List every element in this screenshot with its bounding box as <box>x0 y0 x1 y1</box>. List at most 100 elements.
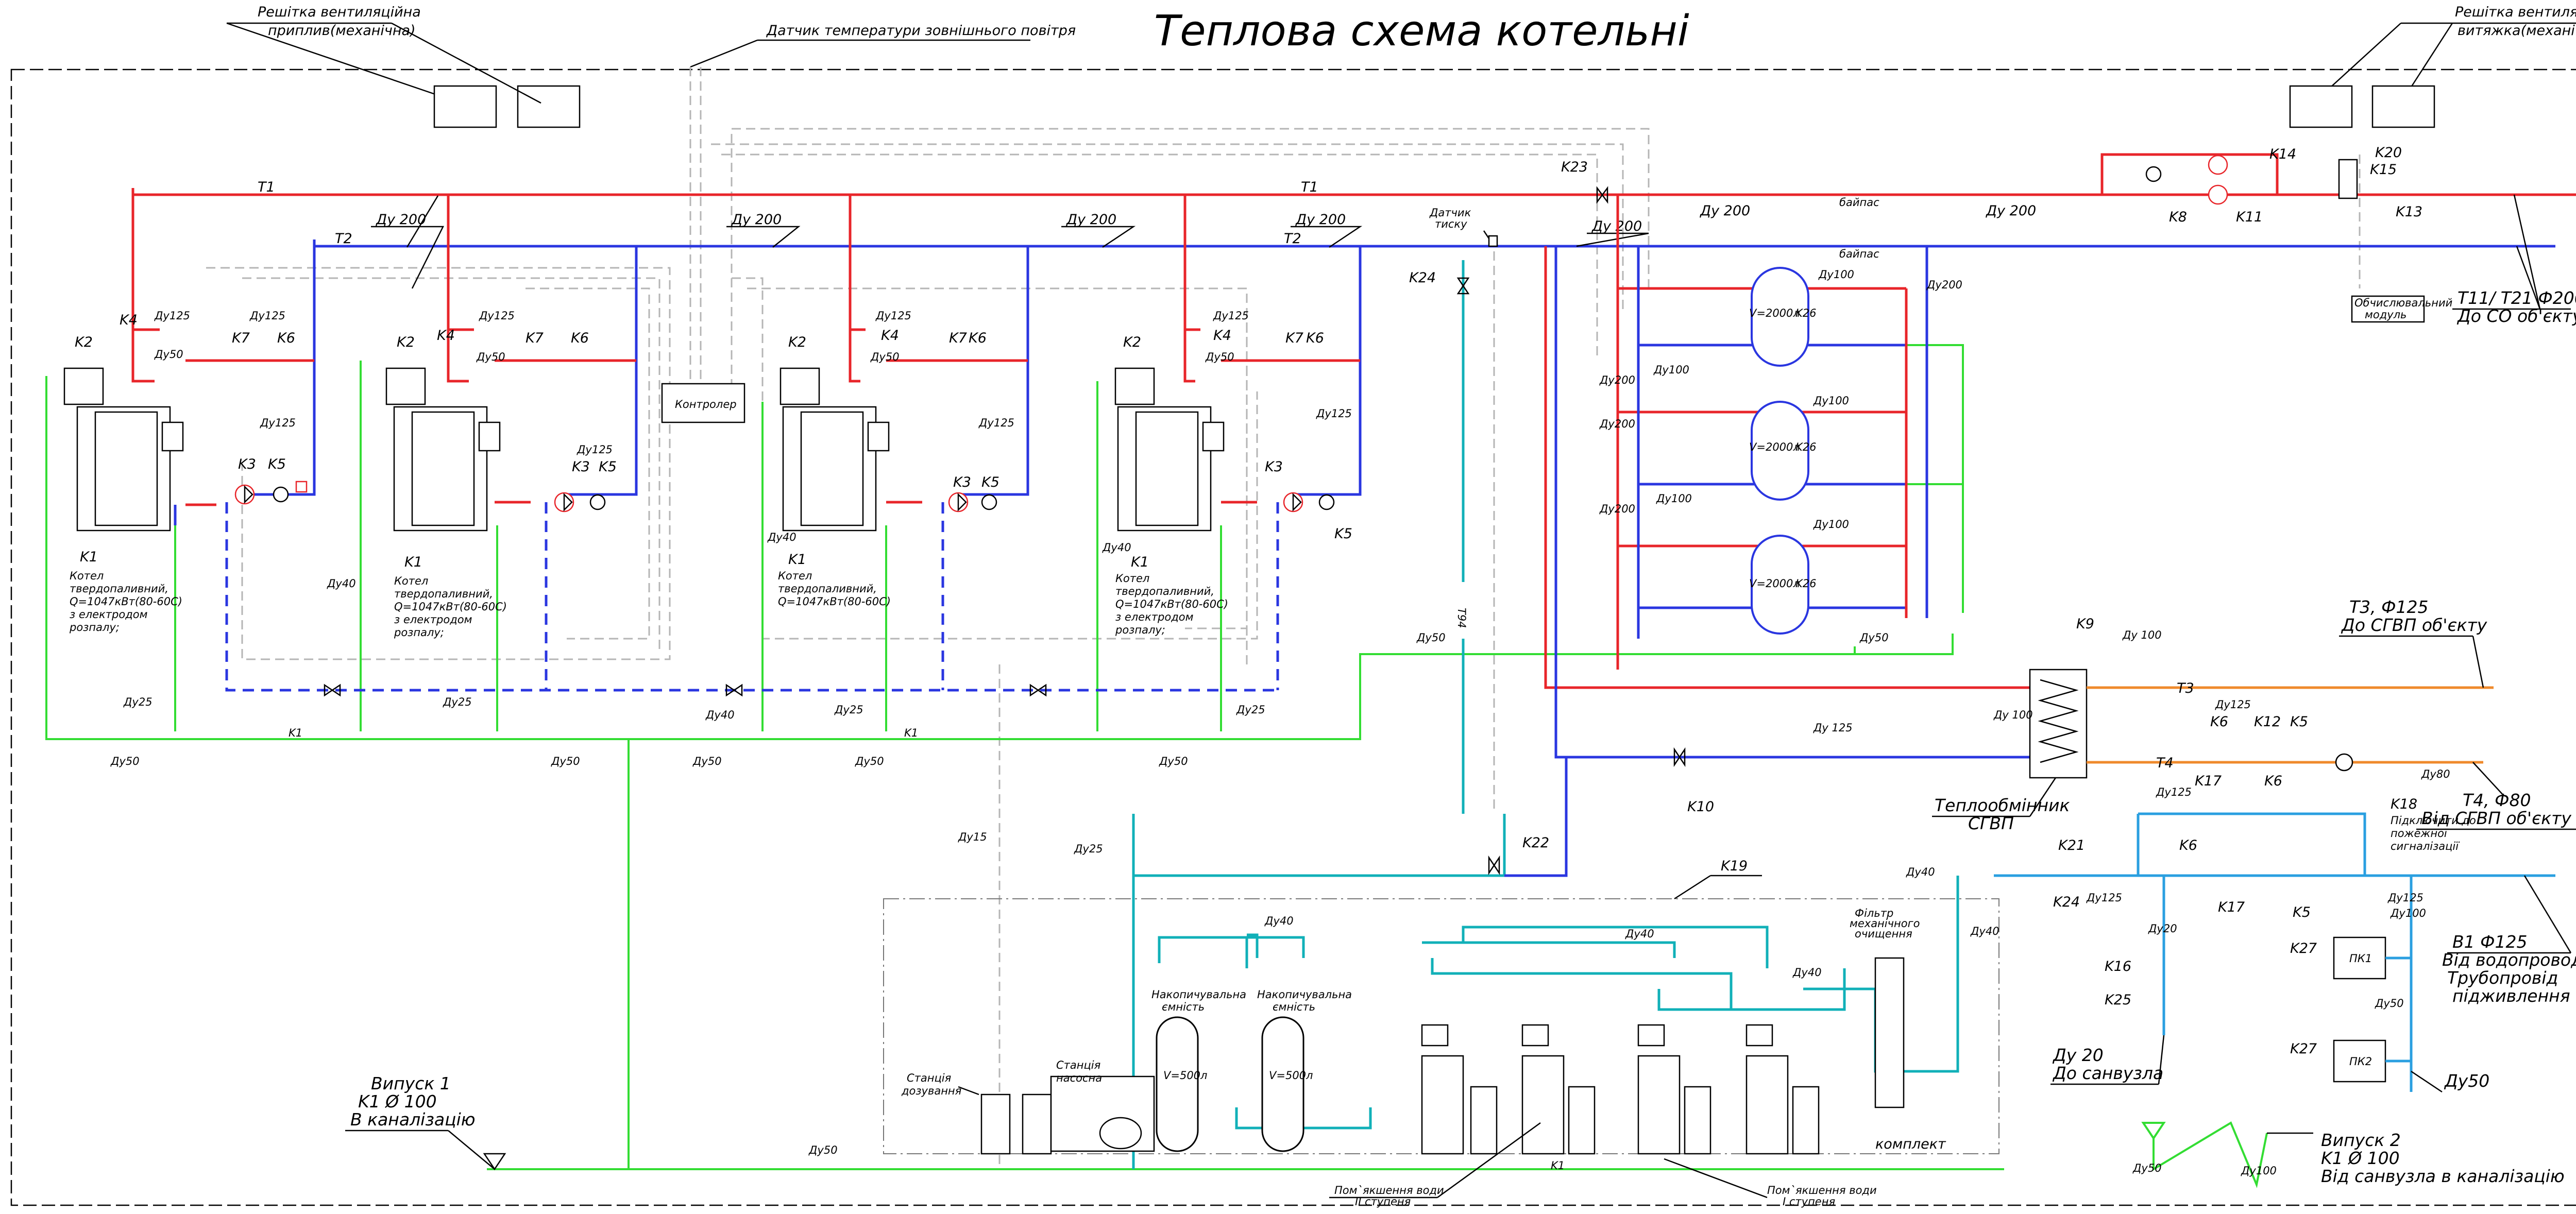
svg-text:K4: K4 <box>437 328 455 344</box>
pressure-sensor: Датчик тиску <box>1429 207 1498 247</box>
svg-text:Q=1047кВт(80-60С): Q=1047кВт(80-60С) <box>778 595 891 608</box>
svg-text:K2: K2 <box>1123 334 1141 350</box>
svg-text:K17: K17 <box>2195 773 2222 789</box>
svg-text:K6: K6 <box>2210 714 2228 730</box>
svg-text:Ду125: Ду125 <box>875 310 911 322</box>
svg-text:K1: K1 <box>404 554 422 570</box>
svg-text:байпас: байпас <box>1839 248 1879 260</box>
svg-text:Ду100: Ду100 <box>1818 268 1854 281</box>
svg-text:K14: K14 <box>2269 146 2296 162</box>
svg-text:Ду 100: Ду 100 <box>2122 629 2162 641</box>
svg-text:K11: K11 <box>2236 209 2263 225</box>
svg-text:твердопаливний,: твердопаливний, <box>1115 585 1214 597</box>
svg-text:K3: K3 <box>1265 459 1283 475</box>
svg-text:K4: K4 <box>120 312 138 328</box>
svg-text:Випуск 1: Випуск 1 <box>371 1073 451 1093</box>
svg-text:K7: K7 <box>232 330 250 346</box>
softeners: Пом`якшення води II ступеня Пом`якшення … <box>1329 1024 1877 1208</box>
svg-text:K20: K20 <box>2375 145 2402 161</box>
svg-text:Ду50: Ду50 <box>1159 755 1188 767</box>
svg-text:Ду125: Ду125 <box>154 310 190 322</box>
svg-text:Решітка вентиляційна: Решітка вентиляційна <box>258 4 421 20</box>
svg-text:K5: K5 <box>2293 904 2311 920</box>
svg-text:K3: K3 <box>953 474 971 490</box>
svg-text:K10: K10 <box>1687 799 1714 815</box>
feed-b1: K21 K24 K6 K17 K5 K16 K25 Ду40 Ду125 Ду2… <box>1906 812 2576 1093</box>
svg-text:Ду100: Ду100 <box>2390 907 2426 919</box>
svg-text:K4: K4 <box>881 328 899 344</box>
svg-text:Ду125: Ду125 <box>978 417 1014 429</box>
svg-text:Ду125: Ду125 <box>249 310 285 322</box>
vent-supply: Решітка вентиляційна приплив(механічна) <box>226 4 581 128</box>
svg-text:T3: T3 <box>2177 680 2194 696</box>
room-boundary <box>10 69 2576 1206</box>
svg-text:Контролер: Контролер <box>675 398 737 411</box>
svg-text:K2: K2 <box>75 334 93 350</box>
svg-text:сигналізації: сигналізації <box>2391 840 2460 852</box>
dn-labels-headers: Ду 200 Ду 200 Ду 200 Ду 200 Ду 200 Ду 20… <box>371 195 2036 289</box>
svg-text:K12: K12 <box>2254 714 2281 730</box>
svg-text:K5: K5 <box>981 474 999 490</box>
svg-text:Ду50: Ду50 <box>808 1144 838 1156</box>
return-collector-dashed <box>225 502 1278 697</box>
svg-text:K6: K6 <box>2179 837 2197 853</box>
svg-text:Ду125: Ду125 <box>577 443 613 456</box>
svg-text:твердопаливний,: твердопаливний, <box>70 583 168 595</box>
svg-text:байпас: байпас <box>1839 196 1879 209</box>
svg-text:Ду25: Ду25 <box>1236 704 1265 716</box>
svg-text:Ду15: Ду15 <box>958 831 987 843</box>
svg-text:Ду40: Ду40 <box>1906 866 1935 878</box>
svg-text:Підключити до: Підключити до <box>2391 814 2476 827</box>
svg-text:Ду25: Ду25 <box>1074 843 1103 855</box>
svg-text:з електродом: з електродом <box>394 613 472 626</box>
svg-text:T4, Ф80: T4, Ф80 <box>2463 790 2531 810</box>
svg-text:K5: K5 <box>599 459 617 475</box>
svg-text:K2: K2 <box>788 334 806 350</box>
svg-text:Ду 125: Ду 125 <box>1813 722 1853 734</box>
svg-text:K22: K22 <box>1522 835 1549 851</box>
svg-text:K25: K25 <box>2105 992 2131 1008</box>
svg-text:K16: K16 <box>2105 959 2131 974</box>
svg-text:V=2000л: V=2000л <box>1749 307 1800 319</box>
svg-text:V=2000л: V=2000л <box>1749 441 1800 453</box>
svg-text:розпалу;: розпалу; <box>69 621 120 634</box>
svg-text:T11/ T21 Ф200: T11/ T21 Ф200 <box>2458 288 2576 308</box>
svg-text:Випуск 2: Випуск 2 <box>2321 1130 2401 1150</box>
svg-text:K1 Ø 100: K1 Ø 100 <box>358 1091 437 1112</box>
svg-text:T1: T1 <box>258 179 275 195</box>
svg-text:Ду50: Ду50 <box>551 755 580 767</box>
svg-text:Ду200: Ду200 <box>1926 279 1962 291</box>
svg-text:Датчик температури зовнішнього: Датчик температури зовнішнього повітря <box>766 23 1076 39</box>
svg-text:Ду100: Ду100 <box>1813 518 1849 531</box>
pump-station: Станція насосна <box>1050 1059 1155 1152</box>
svg-text:Ду200: Ду200 <box>1599 374 1635 386</box>
bypass: байпас байпас K23 <box>1561 159 1994 260</box>
svg-text:Ду50: Ду50 <box>2375 997 2404 1010</box>
svg-text:Ду50: Ду50 <box>855 755 884 767</box>
svg-text:Ду50: Ду50 <box>110 755 140 767</box>
svg-text:Ду 200: Ду 200 <box>731 212 782 228</box>
svg-text:Ду125: Ду125 <box>2387 892 2424 904</box>
svg-text:K3: K3 <box>572 459 590 475</box>
filter: Фільтр механічного очищення <box>1850 907 1920 1108</box>
svg-text:Котел: Котел <box>778 570 812 582</box>
svg-text:Ду125: Ду125 <box>479 310 515 322</box>
svg-text:Ду200: Ду200 <box>1599 418 1635 430</box>
boiler-4: K2 K1 Котел твердопаливний, Q=1047кВт(80… <box>1096 195 1362 767</box>
svg-text:Ду 100: Ду 100 <box>1993 709 2033 721</box>
svg-text:Датчик: Датчик <box>1429 207 1471 219</box>
svg-text:K2: K2 <box>397 334 415 350</box>
svg-text:K7: K7 <box>526 330 544 346</box>
outlet-1: Випуск 1 K1 Ø 100 В каналізацію <box>345 1073 495 1170</box>
buffer-tanks: V=2000л V=2000л V=2000л K26 K26 K26 Ду10… <box>1599 195 1964 670</box>
svg-text:Ду50: Ду50 <box>154 348 183 361</box>
svg-text:K6: K6 <box>571 330 589 346</box>
svg-text:K1: K1 <box>1551 1159 1565 1172</box>
svg-text:розпалу;: розпалу; <box>1115 624 1165 636</box>
svg-text:Ду50: Ду50 <box>2444 1071 2489 1091</box>
svg-text:K4: K4 <box>1213 328 1231 344</box>
svg-text:Ду40: Ду40 <box>1102 541 1131 554</box>
dosing-station: Станція дозування <box>901 1072 1052 1155</box>
svg-text:I ступеня: I ступеня <box>1783 1195 1835 1208</box>
